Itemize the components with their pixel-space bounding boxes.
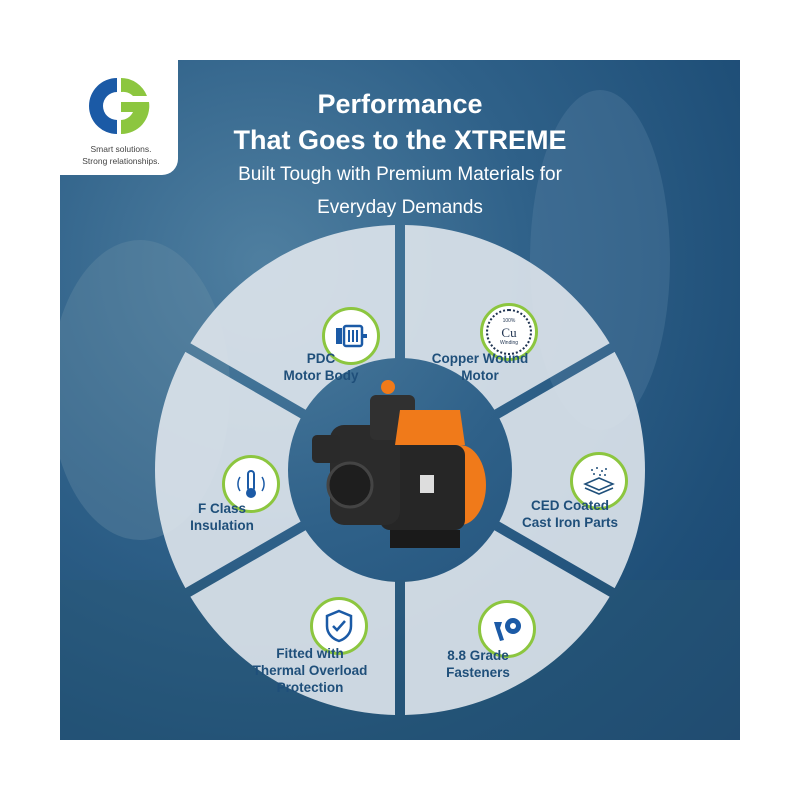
feature-label: PDC Motor Body — [246, 350, 396, 384]
icon-text-mid: Cu — [501, 324, 517, 340]
feature-label-line1: Copper Wound — [431, 351, 529, 366]
coating-icon — [570, 452, 628, 510]
feature-label-line2: Thermal Overload — [252, 663, 368, 678]
cg-logo-icon — [89, 78, 150, 135]
feature-label-line1: 8.8 Grade — [447, 648, 509, 663]
feature-label-line1: PDC — [306, 351, 336, 366]
fasteners-icon — [478, 600, 536, 658]
feature-label-line1: F Class — [197, 501, 247, 516]
product-infographic: Smart solutions. Strong relationships. P… — [60, 60, 740, 740]
brand-tagline-2: Strong relationships. — [82, 156, 160, 166]
thermal-overload-segment — [190, 530, 396, 715]
thermometer-icon — [222, 455, 280, 513]
feature-label-line2: Insulation — [190, 518, 254, 533]
feature-label-line2: Fasteners — [446, 665, 510, 680]
headline-line1: Performance — [317, 89, 483, 119]
feature-label-line2: Motor Body — [283, 368, 359, 383]
headline-line2: That Goes to the XTREME — [233, 125, 567, 155]
feature-label-line1: Fitted with — [276, 646, 344, 661]
subtitle-line2: Everyday Demands — [317, 197, 483, 218]
subtitle-line1: Built Tough with Premium Materials for — [238, 164, 562, 185]
brand-logo: Smart solutions. Strong relationships. — [60, 60, 178, 175]
motor-icon — [322, 307, 380, 365]
background-photo — [60, 90, 740, 740]
feature-label-line1: CED Coated — [530, 498, 609, 513]
pump-product-image — [312, 380, 486, 548]
icon-text-bottom: Winding — [499, 339, 519, 346]
feature-label-line3: Protection — [276, 680, 344, 695]
shield-check-icon — [310, 597, 368, 655]
feature-label-line2: Motor — [461, 368, 499, 383]
brand-tagline-1: Smart solutions. — [90, 144, 152, 154]
feature-label-line2: Cast Iron Parts — [521, 515, 619, 530]
icon-text-top: 100% — [502, 317, 516, 324]
